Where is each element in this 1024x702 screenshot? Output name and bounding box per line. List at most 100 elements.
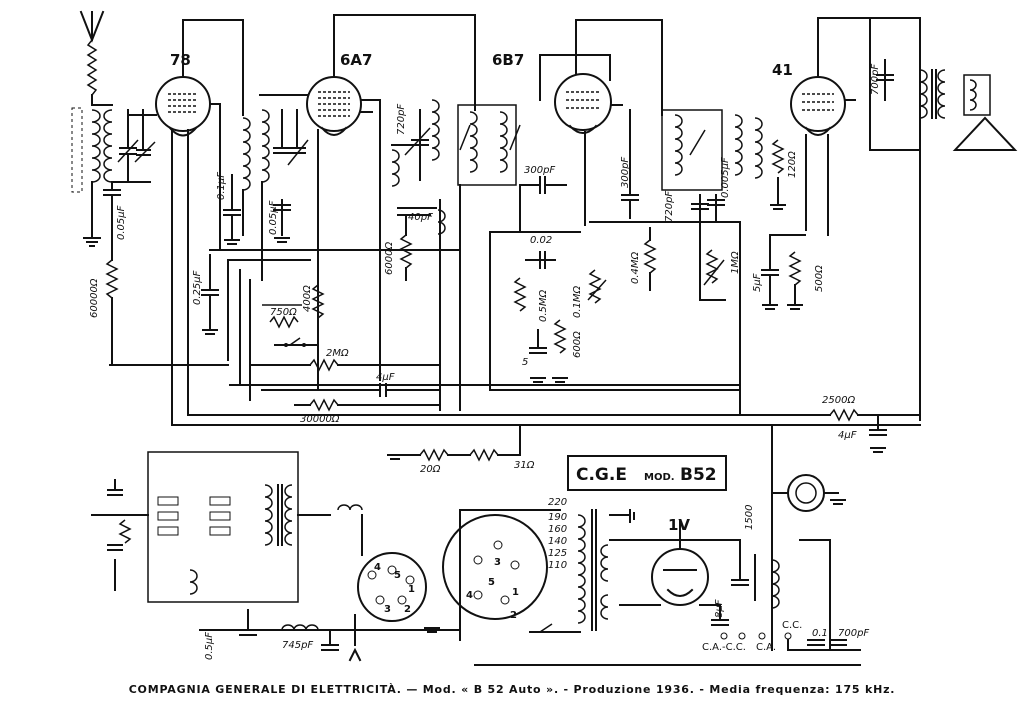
label-c4uf-b: 4μF [838,430,857,441]
capacitor-025: 0.25μF [192,254,219,335]
model-box: C.G.E MOD. B52 [567,455,727,491]
label-c05: 0.5μF [204,632,215,660]
vibrator-section: 0.5μF 745pF [91,451,461,662]
power-supply-output: 1500 8μF C.A.-C.C. C.A. C.C. 0.1 700pF [474,424,869,666]
label-r04m: 0.4MΩ [630,251,641,284]
tap-190: 190 [548,512,567,523]
tap-110: 110 [548,560,567,571]
label-r20: 20Ω [420,464,441,475]
oscillator-coil: 40pF 720pF [391,99,446,235]
tube-41: 41 [772,17,871,236]
label-c01-rf: 0.1μF [216,172,227,200]
tube-78: 78 [129,19,244,426]
resistor-60000: 60000Ω [89,204,119,366]
socket-pin-1: 1 [408,584,415,595]
label-r1m: 1MΩ [730,251,741,274]
tap-160: 160 [548,524,567,535]
label-c005b: 0.05μF [268,200,279,235]
label-ca: C.A. [756,642,776,653]
if-transformer-2: 720pF 0.005μF [589,109,743,223]
label-r60000: 60000Ω [89,278,100,318]
power-transformer: 220 190 160 140 125 110 [529,497,635,633]
tube-1v: 1V [609,516,741,606]
plug-pin-3: 3 [494,557,501,568]
socket-pin-2: 2 [404,604,411,615]
label-r2m: 2MΩ [326,348,349,359]
label-r2500: 2500Ω [822,395,855,406]
label-r6000: 6000Ω [384,242,395,275]
label-c5: 5 [522,357,528,368]
label-c745: 745pF [282,640,313,651]
label-r01m: 0.1MΩ [572,285,583,318]
label-r500: 500Ω [814,265,825,292]
pilot-lamp [771,474,846,512]
label-c0005: 0.005μF [720,157,731,198]
rf-tuning-capacitor [111,109,156,183]
label-cc: C.C. [782,620,802,631]
tube-6b7-label: 6B7 [492,51,524,69]
label-c300b: 300pF [620,157,631,188]
capacitor-300-6b7: 300pF [519,165,567,194]
socket-pin-3: 3 [384,604,391,615]
label-r750: 750Ω [270,307,297,318]
antenna [79,10,105,106]
capacitor-c005: 0.05μF [103,181,127,240]
tube-1v-label: 1V [668,516,690,534]
if-transformer-1 [457,104,521,391]
label-c5uf: 5μF [752,273,763,292]
rf-coil-78: 0.1μF [216,117,251,245]
label-c025: 0.25μF [192,270,203,305]
bias-network: 750Ω 400Ω 2MΩ 4μF 30000Ω [109,199,921,426]
tap-140: 140 [548,536,567,547]
socket-pin-4: 4 [374,562,381,573]
label-c1500: 1500 [744,505,755,530]
mains-plug: 3 5 4 1 2 [442,509,561,641]
volume-potentiometer: 1MΩ [699,221,741,301]
label-c002: 0.02 [530,235,552,246]
speaker [952,74,1018,151]
plug-pin-5: 5 [488,577,495,588]
plug-pin-2: 2 [510,610,517,621]
label-r30000: 30000Ω [300,414,340,425]
field-resistors: 20Ω 31Ω [387,424,535,475]
label-c40: 40pF [408,212,433,223]
filter-network: 2500Ω 4μF [805,395,921,453]
schematic-caption: COMPAGNIA GENERALE DI ELETTRICITÀ. — Mod… [128,683,896,696]
detector-network: 0.02 0.5MΩ 5 600Ω 0.1MΩ [489,184,607,391]
tap-125: 125 [548,548,567,559]
label-ca-cc: C.A.-C.C. [702,642,746,653]
label-c005: 0.05μF [116,205,127,240]
tube-41-label: 41 [772,61,793,79]
label-c01: 0.1 [812,628,828,639]
power-socket: 4 5 1 3 2 [357,552,427,622]
capacitor-300b: 300pF [620,109,639,219]
label-r31: 31Ω [514,460,535,471]
label-c8uf: 8μF [714,599,725,618]
model-number: B52 [680,465,717,485]
grid-coil-41: 120Ω [754,117,798,210]
tube-6b7: 6B7 [492,19,663,226]
label-r400: 400Ω [302,285,313,312]
rf-coil-6a7-input: 0.05μF [259,94,309,251]
plug-pin-1: 1 [512,587,519,598]
model-mod: MOD. [644,472,675,483]
output-transformer: 700pF [869,17,946,421]
label-r05m: 0.5MΩ [538,289,549,322]
model-brand: C.G.E [576,465,627,485]
label-r600: 600Ω [572,331,583,358]
tap-220: 220 [548,497,567,508]
tube-78-label: 78 [170,51,191,69]
label-c700b: 700pF [838,628,869,639]
resistor-6000: 6000Ω [384,214,413,281]
resistor-04m: 0.4MΩ [630,227,657,291]
label-c300: 300pF [524,165,555,176]
antenna-coil [71,104,113,247]
label-c720: 720pF [396,104,407,135]
cathode-bypass-41: 5μF 500Ω [752,234,825,310]
label-c4uf: 4μF [376,372,395,383]
socket-pin-5: 5 [394,570,401,581]
tube-6a7-label: 6A7 [340,51,372,69]
label-c720b: 720pF [664,191,675,222]
label-r120: 120Ω [787,151,798,178]
